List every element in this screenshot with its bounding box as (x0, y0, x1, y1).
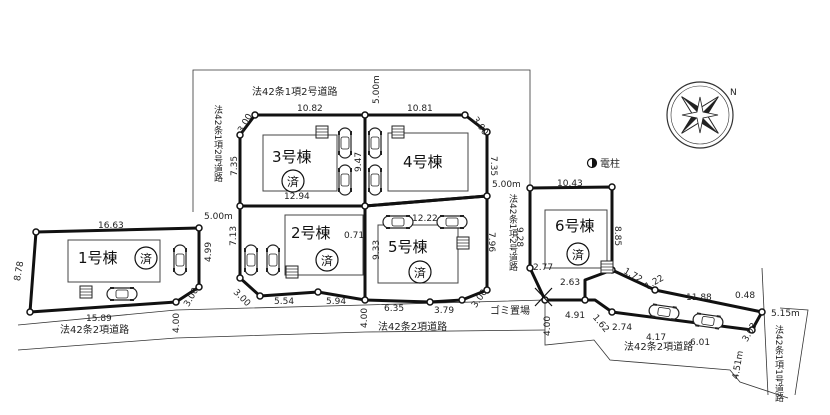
dim-3-79: 3.79 (434, 306, 454, 316)
dim-15-89: 15.89 (86, 314, 112, 324)
corner-markers (26, 111, 766, 334)
garbage-area-marker (534, 287, 553, 307)
dim-4-51: 4.51m (731, 350, 746, 380)
lot-1-boundary (28, 226, 201, 314)
dim-11-88: 11.88 (686, 293, 712, 303)
dim-5-00-top: 5.00m (372, 75, 382, 104)
dim-6-01: 6.01 (690, 338, 710, 348)
compass-north-label: N (730, 88, 737, 98)
compass-icon: N (666, 81, 737, 149)
utility-pole-label: 電柱 (600, 157, 620, 170)
dim-10-43: 10.43 (557, 179, 583, 189)
dim-9-33: 9.33 (372, 240, 382, 260)
dim-2-77: 2.77 (533, 263, 553, 273)
dim-3-03: 3.03 (741, 321, 760, 343)
dim-2-74: 2.74 (612, 323, 632, 333)
lot-1-status: 済 (140, 251, 152, 266)
dim-5-15: 5.15m (771, 309, 800, 319)
lot-6-label: 6号棟 (555, 217, 595, 235)
dim-0-71: 0.71 (344, 231, 364, 241)
dim-12-94: 12.94 (284, 192, 310, 202)
road-bottom-center-label: 法42条2項道路 (378, 320, 447, 333)
lot-5-label: 5号棟 (388, 238, 428, 256)
dim-4-99: 4.99 (204, 242, 214, 262)
lot-1-label: 1号棟 (78, 249, 118, 267)
dim-7-35-b: 7.35 (488, 156, 498, 176)
dim-10-81: 10.81 (407, 104, 433, 114)
road-top-label: 法42条1項2号道路 (252, 85, 337, 98)
dim-4-00-c: 4.00 (543, 316, 553, 336)
garbage-area-label: ゴミ置場 (490, 304, 530, 317)
lot-4-boundary (363, 113, 489, 208)
dim-4-00-b: 4.00 (360, 308, 370, 328)
lot-2-label: 2号棟 (291, 224, 331, 242)
dim-9-47: 9.47 (354, 152, 364, 172)
dim-4-00-a: 4.00 (172, 313, 182, 333)
dim-5-94: 5.94 (326, 297, 346, 307)
dim-7-96: 7.96 (486, 232, 496, 252)
lot-6-boundary (528, 185, 614, 302)
road-middle-vertical-label: 法42条1項2号道路 (507, 193, 518, 272)
lot-2-status: 済 (321, 253, 333, 268)
road-bottom-left-label: 法42条2項道路 (60, 323, 129, 336)
road-bottom-right-label: 法42条2項道路 (624, 340, 693, 353)
lot-3-label: 3号棟 (272, 148, 312, 166)
dim-6-35: 6.35 (384, 304, 404, 314)
lot-4-label: 4号棟 (403, 153, 443, 171)
dim-8-78: 8.78 (13, 260, 26, 282)
sold-marks (134, 169, 590, 284)
dim-5-00-left: 5.00m (204, 212, 233, 222)
dim-4-17: 4.17 (646, 333, 666, 343)
dim-5-00-mid: 5.00m (492, 180, 521, 190)
dim-12-22: 12.22 (412, 214, 438, 224)
lot-5-status: 済 (414, 265, 426, 280)
lot-2-boundary (238, 204, 367, 302)
dim-7-35-a: 7.35 (230, 156, 240, 176)
road-right-vertical-label: 法42条1項1号道路 (773, 324, 784, 403)
dim-0-48: 0.48 (735, 291, 755, 301)
dim-2-63: 2.63 (560, 278, 580, 288)
dim-5-54: 5.54 (274, 297, 294, 307)
dim-7-13: 7.13 (229, 226, 239, 246)
dim-9-28: 9.28 (514, 227, 524, 247)
dim-3-00-d: 3.00 (231, 288, 252, 309)
dim-1-62: 1.62 (590, 313, 611, 335)
road-outlines (17, 69, 809, 399)
lot-6-status: 済 (572, 247, 584, 262)
utility-pole-icon-half (592, 158, 597, 168)
dim-16-63: 16.63 (98, 221, 124, 231)
dim-8-85: 8.85 (612, 226, 622, 246)
dim-10-82: 10.82 (297, 104, 323, 114)
dim-4-91: 4.91 (565, 311, 585, 321)
lot-3-status: 済 (287, 174, 299, 189)
road-left-vertical-label: 法42条1項2号道路 (212, 104, 223, 183)
